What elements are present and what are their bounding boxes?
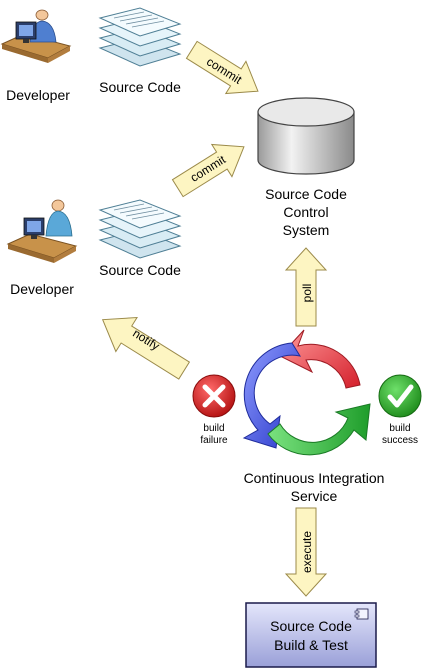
developer-icon (6, 199, 78, 263)
build-failure-icon (192, 374, 236, 418)
ci-cycle-icon (242, 329, 371, 456)
build-success-icon (378, 374, 422, 418)
execute-arrow (284, 507, 328, 597)
poll-arrow-label: poll (300, 284, 314, 303)
ci-label-line2: Service (291, 488, 338, 504)
build-success-label-line2: success (382, 435, 418, 446)
commit-arrow-bottom (171, 143, 245, 198)
build-failure-label-line1: build (203, 423, 224, 434)
scm-label-line3: System (283, 222, 330, 238)
build-failure-label-line2: failure (200, 435, 228, 446)
developer-label: Developer (10, 281, 74, 297)
ci-label-line1: Continuous Integration (244, 470, 385, 486)
source-code-label: Source Code (99, 262, 181, 278)
source-code-icon (98, 199, 182, 259)
build-success-label-line1: build (389, 423, 410, 434)
database-icon (257, 97, 355, 175)
execute-arrow-label: execute (300, 531, 314, 573)
scm-label-line1: Source Code (265, 186, 347, 202)
build-test-box (245, 602, 377, 668)
source-code-label: Source Code (99, 79, 181, 95)
developer-icon (0, 9, 72, 63)
scm-label-line2: Control (283, 204, 328, 220)
component-icon (354, 608, 369, 620)
commit-arrow-top (185, 40, 259, 95)
poll-arrow (284, 247, 328, 327)
build-box-label-line2: Build & Test (274, 637, 348, 653)
source-code-icon (98, 7, 182, 67)
build-box-label-line1: Source Code (270, 618, 352, 634)
notify-arrow (101, 317, 191, 380)
developer-label: Developer (6, 87, 70, 103)
